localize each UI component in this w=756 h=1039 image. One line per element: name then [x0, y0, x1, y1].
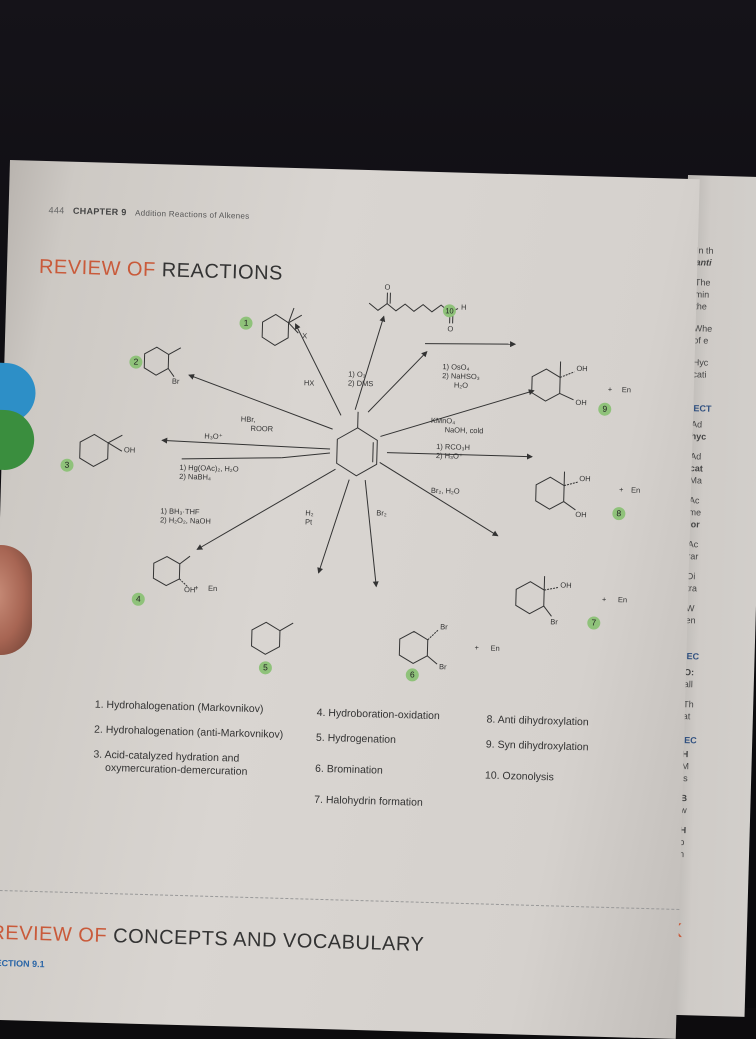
- label-oh-8a: OH: [579, 474, 590, 483]
- cond-bh3: 1) BH₃·THF 2) H₂O₂, NaOH: [160, 506, 211, 525]
- cond-bh3-2: 2) H₂O₂, NaOH: [160, 515, 211, 525]
- label-oh-9b: OH: [575, 398, 586, 407]
- cond-rco3h: 1) RCO₃H 2) H₃O⁺: [436, 442, 470, 461]
- product-7: [515, 575, 558, 616]
- cond-hbr-2: ROOR: [240, 424, 273, 434]
- arrow-hx: [293, 324, 343, 415]
- cond-hg: 1) Hg(OAc)₂, H₂O 2) NaBH₄: [179, 463, 239, 483]
- label-br-2: Br: [172, 377, 180, 386]
- product-2: [144, 347, 181, 377]
- cond-kmno4-2: NaOH, cold: [431, 425, 484, 435]
- label-br-7: Br: [550, 617, 558, 626]
- label-en-6: En: [490, 644, 499, 653]
- arrow-h2: [319, 479, 350, 574]
- right-text-4: min: [695, 289, 710, 300]
- cond-h2-1: H₂: [305, 508, 314, 517]
- label-oh-3: OH: [124, 445, 135, 454]
- label-plus-7: +: [602, 595, 607, 604]
- cond-hx: HX: [304, 378, 315, 387]
- product-1: [262, 307, 302, 346]
- right-text-2: anti: [695, 257, 711, 268]
- label-en-4: En: [208, 584, 217, 593]
- arrow-ozonolysis: [355, 316, 384, 411]
- cond-oso4: 1) OsO₄ 2) NaHSO₃ H₂O: [442, 362, 480, 390]
- cond-h2-2: Pt: [305, 517, 314, 526]
- product-8: [535, 471, 578, 510]
- product-3: [79, 434, 122, 467]
- right-text-12: hyc: [691, 431, 707, 442]
- label-x: X: [302, 331, 307, 340]
- legend-col-1: 1. Hydrohalogenation (Markovnikov) 2. Hy…: [93, 699, 284, 780]
- label-br-6b: Br: [439, 662, 447, 671]
- textbook-page: 444 CHAPTER 9 Addition Reactions of Alke…: [0, 160, 700, 1039]
- product-4: [153, 555, 190, 587]
- arrow-h3o: [162, 440, 330, 449]
- section-label: SECTION 9.1: [0, 958, 45, 970]
- right-text-8: Hyc: [693, 357, 709, 368]
- label-plus-8: +: [619, 485, 624, 494]
- legend-col-2: 4. Hydroboration-oxidation 5. Hydrogenat…: [314, 707, 440, 810]
- legend-col-3: 8. Anti dihydroxylation 9. Syn dihydroxy…: [485, 714, 590, 786]
- label-en-7: En: [618, 595, 627, 604]
- center-alkene: [336, 411, 378, 476]
- right-text-1: In th: [696, 245, 714, 256]
- cond-rco3h-2: 2) H₃O⁺: [436, 451, 470, 461]
- concepts-of: OF: [78, 924, 107, 947]
- cond-ozonolysis: 1) O₃ 2) DMS: [348, 370, 374, 389]
- label-o-2: O: [447, 324, 453, 333]
- right-text-9: cati: [692, 369, 706, 380]
- label-en-8: En: [631, 485, 640, 494]
- cond-oso4-3: H₂O: [442, 380, 480, 390]
- cond-h2: H₂ Pt: [305, 508, 314, 526]
- cond-dms: 2) DMS: [348, 379, 374, 389]
- product-6: [399, 629, 438, 664]
- right-text-7: of e: [693, 335, 708, 346]
- cond-hbr-1: HBr,: [241, 415, 274, 425]
- right-text-6: Whe: [694, 323, 713, 335]
- arrow-hg-a: [182, 455, 282, 462]
- label-plus-6: +: [474, 643, 479, 652]
- label-o-1: O: [384, 283, 390, 292]
- arrow-br2: [362, 480, 379, 586]
- arrow-oso4-b: [425, 342, 515, 347]
- cond-hbr: HBr, ROOR: [240, 415, 273, 434]
- label-oh-8b: OH: [575, 510, 586, 519]
- cond-br2: Br₂: [376, 508, 387, 517]
- finger: [0, 545, 32, 655]
- cond-h3o: H₃O⁺: [204, 432, 223, 442]
- product-5: [251, 622, 293, 655]
- arrow-oso4: [368, 350, 427, 414]
- arrow-br2-h2o: [378, 462, 500, 535]
- arrow-hg-b: [282, 452, 330, 459]
- label-plus-9: +: [608, 385, 613, 394]
- label-plus-4: +: [194, 583, 199, 592]
- label-oh-9a: OH: [576, 364, 587, 373]
- label-oh-7: OH: [560, 581, 571, 590]
- cond-hg-2: 2) NaBH₄: [179, 472, 238, 483]
- cond-br2-h2o: Br₂, H₂O: [431, 486, 460, 496]
- concepts-review: REVIEW: [0, 922, 73, 946]
- product-9: [531, 361, 574, 402]
- right-text-3: The: [695, 277, 711, 288]
- cond-kmno4: KMnO₄ NaOH, cold: [431, 416, 484, 435]
- label-br-6a: Br: [440, 622, 448, 631]
- label-en-9: En: [622, 385, 631, 394]
- label-h: H: [461, 303, 467, 312]
